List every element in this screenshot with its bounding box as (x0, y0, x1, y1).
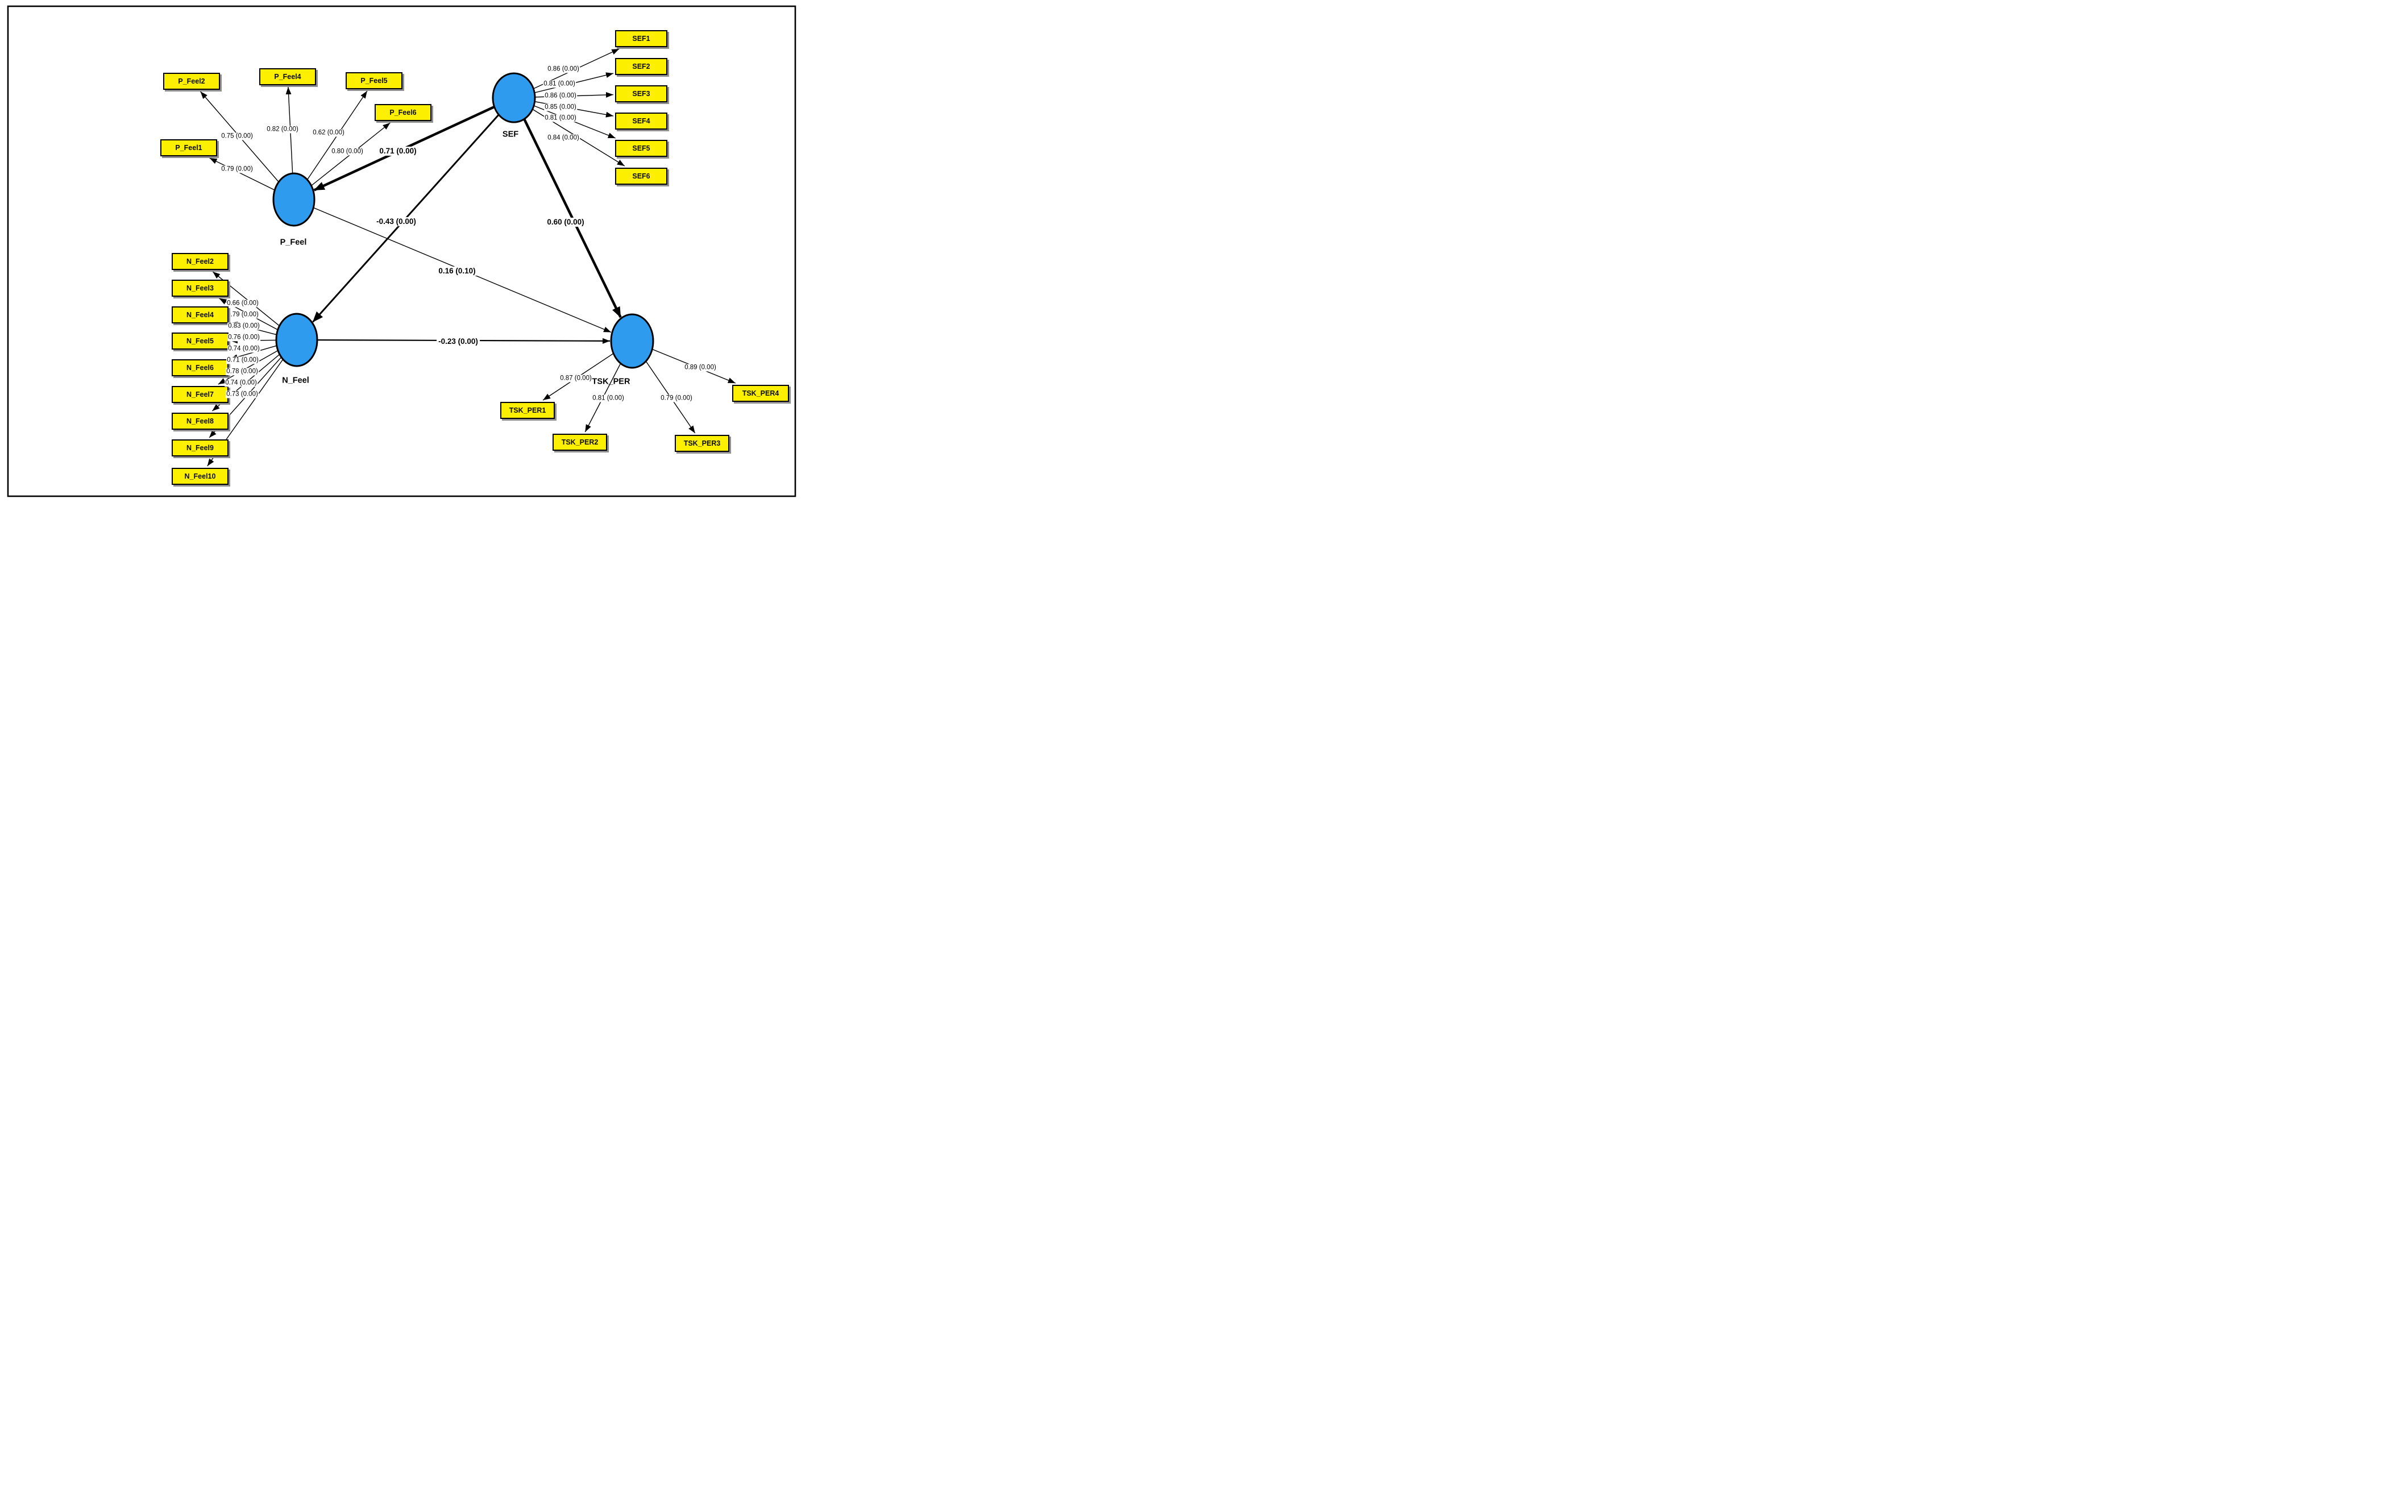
indicator-P_Feel6[interactable]: P_Feel6 (375, 104, 431, 121)
path-arrow-P_Feel-TSK_PER[interactable] (293, 199, 612, 333)
indicator-N_Feel3[interactable]: N_Feel3 (172, 280, 229, 297)
indicator-TSK_PER3[interactable]: TSK_PER3 (675, 435, 729, 452)
construct-label-N_Feel: N_Feel (282, 376, 309, 385)
diagram-frame-border (7, 5, 796, 497)
loading-value-SEF3: 0.86 (0.00) (544, 92, 577, 100)
loading-value-TSK_PER2: 0.81 (0.00) (592, 394, 625, 402)
indicator-SEF6[interactable]: SEF6 (615, 168, 667, 185)
loading-value-P_Feel5: 0.62 (0.00) (312, 129, 345, 137)
loading-value-N_Feel9: 0.74 (0.00) (225, 379, 258, 387)
construct-label-TSK_PER: TSK_PER (592, 377, 630, 387)
indicator-P_Feel1[interactable]: P_Feel1 (160, 139, 217, 156)
path-arrow-SEF-P_Feel[interactable] (313, 96, 514, 192)
loading-value-N_Feel2: 0.66 (0.00) (226, 300, 259, 308)
construct-ellipse-N_Feel[interactable] (275, 313, 318, 367)
sem-model-canvas: P_Feel2 0.75 (0.00) P_Feel4 0.82 (0.00) P_Fe… (0, 0, 803, 504)
indicator-P_Feel5[interactable]: P_Feel5 (346, 72, 402, 89)
indicator-TSK_PER1[interactable]: TSK_PER1 (500, 402, 555, 419)
indicator-N_Feel7[interactable]: N_Feel7 (172, 386, 229, 403)
loading-value-P_Feel1: 0.79 (0.00) (221, 165, 254, 173)
path-coefficient-SEF-TSK_PER: 0.60 (0.00) (545, 217, 586, 227)
loading-value-P_Feel4: 0.82 (0.00) (266, 126, 299, 134)
indicator-SEF2[interactable]: SEF2 (615, 58, 667, 75)
loading-value-TSK_PER4: 0.89 (0.00) (684, 364, 717, 372)
indicator-N_Feel10[interactable]: N_Feel10 (172, 468, 229, 485)
diagram-lines-layer (7, 5, 796, 497)
loading-value-SEF4: 0.85 (0.00) (544, 103, 577, 111)
loading-value-TSK_PER1: 0.87 (0.00) (559, 375, 592, 383)
path-arrow-SEF-N_Feel[interactable] (312, 97, 515, 323)
loading-value-N_Feel6: 0.74 (0.00) (227, 345, 260, 353)
indicator-SEF1[interactable]: SEF1 (615, 30, 667, 47)
indicator-N_Feel8[interactable]: N_Feel8 (172, 413, 229, 430)
path-coefficient-P_Feel-TSK_PER: 0.16 (0.10) (437, 266, 478, 276)
indicator-N_Feel4[interactable]: N_Feel4 (172, 306, 229, 323)
loading-value-SEF2: 0.81 (0.00) (543, 80, 576, 88)
indicator-N_Feel6[interactable]: N_Feel6 (172, 359, 229, 376)
path-coefficient-SEF-N_Feel: -0.43 (0.00) (375, 217, 418, 227)
loading-value-N_Feel10: 0.73 (0.00) (226, 391, 259, 398)
indicator-TSK_PER2[interactable]: TSK_PER2 (553, 434, 607, 451)
construct-ellipse-P_Feel[interactable] (272, 172, 315, 227)
loading-value-N_Feel7: 0.71 (0.00) (226, 356, 259, 364)
loading-value-N_Feel4: 0.83 (0.00) (227, 322, 260, 330)
construct-label-SEF: SEF (502, 130, 519, 139)
loading-value-SEF5: 0.81 (0.00) (544, 114, 577, 122)
indicator-SEF3[interactable]: SEF3 (615, 85, 667, 102)
loading-value-N_Feel3: 0.79 (0.00) (226, 311, 259, 319)
path-arrow-SEF-TSK_PER[interactable] (512, 97, 622, 318)
loading-value-N_Feel8: 0.78 (0.00) (226, 368, 259, 376)
construct-label-P_Feel: P_Feel (280, 238, 307, 247)
loading-value-TSK_PER3: 0.79 (0.00) (660, 394, 693, 402)
construct-ellipse-TSK_PER[interactable] (610, 313, 654, 369)
path-coefficient-SEF-P_Feel: 0.71 (0.00) (377, 146, 418, 156)
indicator-SEF4[interactable]: SEF4 (615, 113, 667, 130)
indicator-N_Feel9[interactable]: N_Feel9 (172, 439, 229, 456)
loading-value-P_Feel2: 0.75 (0.00) (221, 132, 254, 140)
indicator-TSK_PER4[interactable]: TSK_PER4 (732, 385, 789, 402)
loading-value-SEF1: 0.86 (0.00) (547, 65, 580, 73)
indicator-N_Feel5[interactable]: N_Feel5 (172, 333, 229, 350)
path-coefficient-N_Feel-TSK_PER: -0.23 (0.00) (437, 337, 480, 347)
indicator-P_Feel4[interactable]: P_Feel4 (259, 68, 316, 85)
loading-value-SEF6: 0.84 (0.00) (547, 134, 580, 142)
loading-value-P_Feel6: 0.80 (0.00) (331, 148, 364, 156)
indicator-P_Feel2[interactable]: P_Feel2 (163, 73, 220, 90)
construct-ellipse-SEF[interactable] (492, 72, 536, 123)
loading-value-N_Feel5: 0.76 (0.00) (227, 334, 260, 342)
indicator-SEF5[interactable]: SEF5 (615, 140, 667, 157)
indicator-N_Feel2[interactable]: N_Feel2 (172, 253, 229, 270)
